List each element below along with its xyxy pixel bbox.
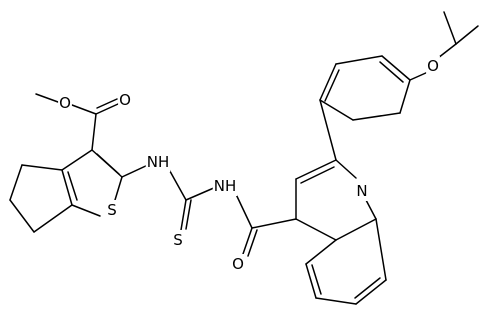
bond (21, 164, 63, 171)
atom-label-nh-2: NH (214, 177, 237, 195)
bond (9, 164, 23, 201)
bond (247, 229, 258, 257)
bond (91, 113, 97, 151)
bond (335, 55, 383, 65)
bond (242, 227, 253, 255)
bond (61, 149, 93, 171)
bond-layer (9, 11, 479, 305)
bond (443, 11, 457, 45)
bond (233, 189, 253, 229)
bond (71, 104, 97, 115)
bond (319, 99, 337, 161)
atom-label-backdrop (355, 181, 369, 201)
atom-label-quinoline-n: N (356, 182, 367, 200)
bond (67, 171, 78, 201)
atom-label-backdrop (172, 230, 184, 250)
bond (185, 186, 217, 201)
atom-label-backdrop (106, 200, 118, 220)
bond (319, 63, 337, 101)
bond (295, 218, 337, 241)
bond (95, 103, 119, 115)
bond (315, 297, 357, 305)
bond (300, 166, 335, 184)
bond (437, 43, 457, 59)
bond (35, 93, 59, 103)
atom-label-backdrop (58, 93, 72, 113)
bond (96, 153, 120, 175)
bond (180, 199, 187, 231)
bond (354, 277, 381, 299)
bond (335, 159, 357, 179)
bond (311, 264, 322, 295)
atom-label-ester-o-methyl: O (59, 94, 71, 112)
atom-label-backdrop (212, 176, 238, 196)
bond (121, 163, 151, 178)
bond (335, 218, 377, 241)
bond (251, 218, 297, 229)
bond (319, 99, 354, 121)
bond (375, 218, 387, 281)
bond (295, 159, 337, 180)
bond (114, 176, 123, 201)
atom-label-backdrop (145, 152, 171, 172)
atom-label-layer: O O S NH NH S O N O (58, 56, 440, 274)
bond (324, 69, 340, 102)
bond (305, 239, 337, 265)
bond (355, 279, 387, 305)
atom-label-ether-o: O (427, 57, 439, 75)
atom-label-thiourea-s: S (173, 231, 183, 249)
bond (33, 204, 73, 233)
atom-label-amide-o: O (232, 255, 244, 273)
atom-label-backdrop (231, 254, 245, 274)
bond (96, 98, 118, 109)
bond (399, 79, 411, 114)
bond (9, 199, 35, 233)
atom-label-thiophene-s: S (107, 201, 117, 219)
atom-label-backdrop (426, 56, 440, 76)
atom-label-ester-o-carbonyl: O (119, 91, 131, 109)
bond (305, 263, 317, 299)
bond (71, 204, 101, 217)
bond (409, 71, 429, 81)
bond (61, 169, 73, 206)
atom-label-backdrop (118, 90, 132, 110)
bond (455, 25, 479, 45)
bond (352, 112, 401, 121)
atom-label-nh-1: NH (147, 153, 170, 171)
bond (365, 199, 377, 220)
bond (379, 61, 404, 83)
bond (185, 199, 192, 230)
bond (381, 55, 411, 81)
